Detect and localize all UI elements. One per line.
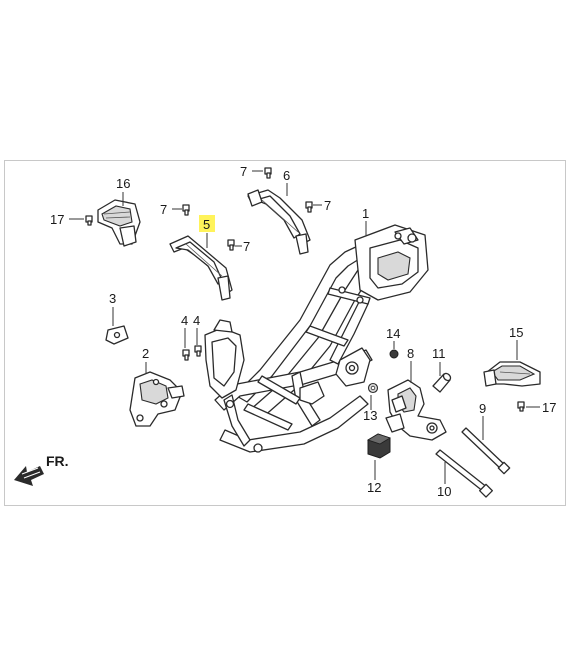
callout-2[interactable]: 2 [142, 346, 149, 361]
callout-7-d[interactable]: 7 [324, 198, 331, 213]
callout-10[interactable]: 10 [437, 484, 451, 499]
callout-5[interactable]: 5 [203, 217, 210, 232]
grab-rail-part-6[interactable] [247, 189, 311, 255]
callout-15[interactable]: 15 [509, 325, 523, 340]
callout-4-a[interactable]: 4 [181, 313, 188, 328]
leader-lines [69, 170, 540, 484]
callout-numbers: 16 17 7 5 7 7 6 7 1 3 4 4 2 14 8 11 15 1… [50, 164, 556, 499]
callout-11[interactable]: 11 [432, 346, 446, 361]
callout-14[interactable]: 14 [386, 326, 400, 341]
engine-hanger-part-8[interactable] [385, 379, 447, 441]
bolt-part-17-left[interactable] [85, 215, 93, 226]
front-direction-arrow: FR. [14, 453, 69, 486]
bolt-part-17-right[interactable] [517, 401, 525, 412]
direction-label: FR. [46, 453, 69, 469]
long-bolt-part-9[interactable] [461, 427, 511, 475]
callout-7-a[interactable]: 7 [160, 202, 167, 217]
diagram-frame [4, 160, 566, 506]
bushing-part-11[interactable] [432, 372, 452, 393]
callout-13[interactable]: 13 [363, 408, 377, 423]
nut-part-14[interactable] [389, 349, 399, 359]
damper-part-12[interactable] [367, 433, 391, 459]
bolt-part-7-d[interactable] [305, 201, 313, 213]
bolt-part-7-a[interactable] [182, 204, 190, 216]
mounting-plate-part-2[interactable] [129, 371, 185, 427]
main-frame-part-1[interactable] [204, 224, 429, 453]
callout-4-b[interactable]: 4 [193, 313, 200, 328]
callout-8[interactable]: 8 [407, 346, 414, 361]
nut-part-13[interactable] [367, 382, 379, 394]
highlight-marker [199, 215, 215, 232]
callout-7-c[interactable]: 7 [240, 164, 247, 179]
callout-16[interactable]: 16 [116, 176, 130, 191]
callout-1[interactable]: 1 [362, 206, 369, 221]
footrest-part-15[interactable] [483, 361, 541, 387]
callout-17-left[interactable]: 17 [50, 212, 64, 227]
bolt-part-4-a[interactable] [182, 349, 190, 361]
callout-3[interactable]: 3 [109, 291, 116, 306]
callout-6[interactable]: 6 [283, 168, 290, 183]
footrest-part-16[interactable] [97, 199, 141, 247]
callout-7-b[interactable]: 7 [243, 239, 250, 254]
bolt-part-7-b[interactable] [227, 239, 235, 251]
callout-12[interactable]: 12 [367, 480, 381, 495]
long-bolt-part-10[interactable] [435, 449, 494, 498]
grab-rail-part-5[interactable] [169, 235, 233, 301]
bracket-part-3[interactable] [105, 325, 129, 345]
callout-17-right[interactable]: 17 [542, 400, 556, 415]
callout-9[interactable]: 9 [479, 401, 486, 416]
bolt-part-7-c[interactable] [264, 167, 272, 179]
bolt-part-4-b[interactable] [194, 345, 202, 357]
